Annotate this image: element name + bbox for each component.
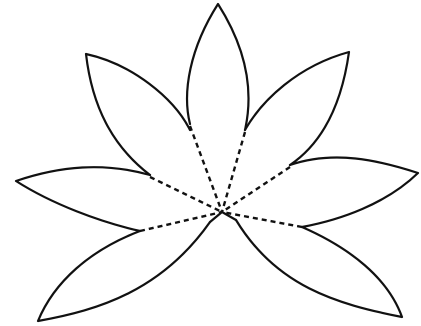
petal-upper-left — [86, 54, 190, 175]
petal-left — [16, 167, 150, 231]
petal-lower-right — [236, 220, 402, 317]
petal-right — [290, 157, 418, 227]
guide-line-left — [150, 177, 222, 212]
petal-upper-right — [245, 52, 349, 165]
petal-lower-left — [38, 222, 210, 321]
guide-line-right — [222, 167, 290, 212]
petal-top — [187, 4, 248, 130]
